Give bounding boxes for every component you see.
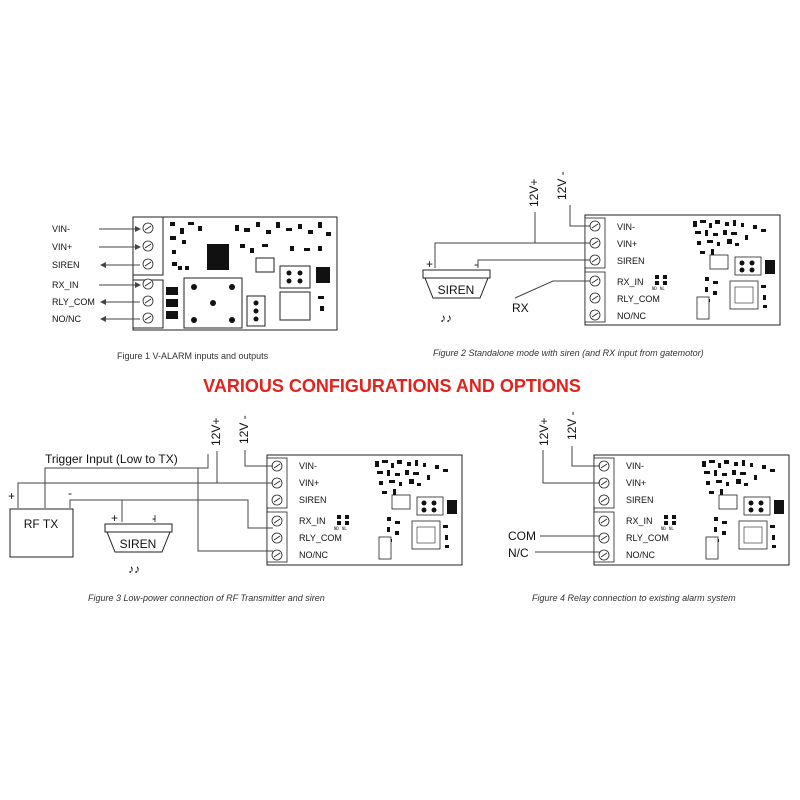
fig3-label-siren: SIREN xyxy=(299,495,327,505)
fig3-label-rx-in: RX_IN xyxy=(299,516,326,526)
fig3-12v-plus: 12V+ xyxy=(209,418,223,446)
figure-1: VIN- VIN+ SIREN RX_IN RLY_COM NO/NC Figu… xyxy=(52,216,338,361)
fig3-rf-plus: + xyxy=(8,489,15,503)
fig2-sound-icon: ♪♪ xyxy=(440,311,452,325)
fig4-tag-nl: NL xyxy=(669,526,674,531)
fig2-caption: Figure 2 Standalone mode with siren (and… xyxy=(433,348,704,358)
figure-3: VIN- VIN+ SIREN RX_IN RLY_COM NO/NC ND N… xyxy=(8,415,462,603)
fig2-label-rx-in: RX_IN xyxy=(617,277,644,287)
fig3-trigger-label: Trigger Input (Low to TX) xyxy=(45,452,178,466)
fig1-label-vin-minus: VIN- xyxy=(52,224,70,234)
fig1-caption: Figure 1 V-ALARM inputs and outputs xyxy=(117,351,269,361)
fig3-rf-minus: - xyxy=(68,486,72,500)
fig1-label-siren: SIREN xyxy=(52,260,80,270)
fig4-12v-plus: 12V+ xyxy=(537,418,551,446)
fig3-tag-nl: NL xyxy=(342,526,347,531)
fig2-siren-body xyxy=(422,269,491,279)
fig4-label-siren: SIREN xyxy=(626,495,654,505)
fig3-siren-label: SIREN xyxy=(120,537,157,551)
fig3-label-vin-minus: VIN- xyxy=(299,461,317,471)
fig1-label-rly-com: RLY_COM xyxy=(52,297,95,307)
fig4-tag-nd: ND xyxy=(661,526,666,531)
fig4-label-no-nc: NO/NC xyxy=(626,550,656,560)
fig3-12v-minus: 12V - xyxy=(237,415,251,444)
fig1-label-no-nc: NO/NC xyxy=(52,314,82,324)
fig2-label-vin-minus: VIN- xyxy=(617,222,635,232)
figure-4: VIN- VIN+ SIREN RX_IN RLY_COM NO/NC ND N… xyxy=(508,411,789,603)
fig4-label-rx-in: RX_IN xyxy=(626,516,653,526)
fig4-caption: Figure 4 Relay connection to existing al… xyxy=(532,593,736,603)
fig2-label-rly-com: RLY_COM xyxy=(617,294,660,304)
fig4-label-vin-minus: VIN- xyxy=(626,461,644,471)
fig3-caption: Figure 3 Low-power connection of RF Tran… xyxy=(88,593,325,603)
fig2-tag-nl: NL xyxy=(660,286,665,291)
fig3-label-rly-com: RLY_COM xyxy=(299,533,342,543)
fig4-com-label: COM xyxy=(508,529,536,543)
fig3-siren-body xyxy=(104,523,173,533)
fig2-label-vin-plus: VIN+ xyxy=(617,239,637,249)
fig3-tag-nd: ND xyxy=(334,526,339,531)
fig1-label-rx-in: RX_IN xyxy=(52,280,79,290)
fig3-siren-minus: - xyxy=(152,511,156,525)
fig3-siren-plus: + xyxy=(111,511,118,525)
fig2-plus: + xyxy=(426,257,433,271)
rf-tx-box xyxy=(9,508,74,558)
fig2-12v-plus: 12V+ xyxy=(527,179,541,207)
fig4-label-vin-plus: VIN+ xyxy=(626,478,646,488)
page-heading: VARIOUS CONFIGURATIONS AND OPTIONS xyxy=(203,376,581,396)
fig2-rx-label: RX xyxy=(512,301,529,315)
fig4-nc-label: N/C xyxy=(508,546,529,560)
fig1-label-vin-plus: VIN+ xyxy=(52,242,72,252)
figure-2: VIN- VIN+ SIREN RX_IN RLY_COM NO/NC ND N… xyxy=(422,171,780,358)
fig4-12v-minus: 12V - xyxy=(565,411,579,440)
fig2-siren-label: SIREN xyxy=(438,283,475,297)
fig2-12v-minus: 12V - xyxy=(555,171,569,200)
fig3-label-no-nc: NO/NC xyxy=(299,550,329,560)
fig2-minus: - xyxy=(474,257,478,271)
fig4-label-rly-com: RLY_COM xyxy=(626,533,669,543)
fig3-sound-icon: ♪♪ xyxy=(128,562,140,576)
fig3-label-vin-plus: VIN+ xyxy=(299,478,319,488)
fig2-tag-nd: ND xyxy=(652,286,657,291)
rf-tx-label: RF TX xyxy=(24,517,58,531)
fig2-label-no-nc: NO/NC xyxy=(617,311,647,321)
fig2-label-siren: SIREN xyxy=(617,256,645,266)
